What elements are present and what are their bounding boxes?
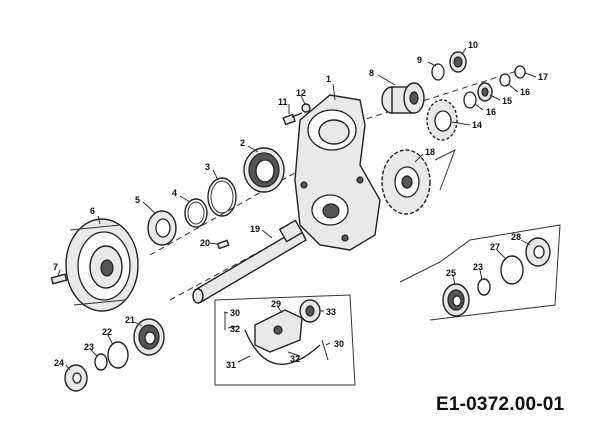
circlip-22: [107, 341, 129, 369]
label-part-30b: 30: [334, 339, 344, 349]
sprocket-18: [381, 149, 431, 215]
ring-17: [514, 65, 526, 79]
label-part-22: 22: [102, 327, 112, 337]
label-part-25: 25: [446, 268, 456, 278]
bolt-11: [282, 112, 303, 126]
part-number-labels: 1 2 3 4 5 6 7 8 9 10 11 12 14 15 16 16 1…: [53, 40, 548, 370]
label-part-8: 8: [369, 68, 374, 78]
key-20: [216, 239, 230, 250]
label-part-32a: 32: [230, 324, 240, 334]
gear-housing: [294, 94, 381, 251]
pulley: [65, 218, 139, 312]
circlip-4: [184, 198, 208, 228]
bearing-21: [133, 318, 165, 356]
label-part-10: 10: [468, 40, 478, 50]
circlip-27: [500, 255, 524, 285]
gear-14: [426, 99, 458, 141]
label-part-16a: 16: [486, 107, 496, 117]
label-part-9: 9: [417, 55, 422, 65]
label-part-19: 19: [250, 224, 260, 234]
leader-18-box: [434, 148, 456, 191]
label-part-33: 33: [326, 307, 336, 317]
drive-shaft-19: [192, 219, 307, 304]
label-part-23b: 23: [473, 262, 483, 272]
bearing-15: [477, 82, 493, 102]
label-part-5: 5: [135, 195, 140, 205]
label-part-1: 1: [326, 74, 331, 84]
bracket-29: [254, 309, 303, 353]
ring-23b: [477, 278, 491, 296]
label-part-15: 15: [502, 96, 512, 106]
label-part-20: 20: [200, 238, 210, 248]
label-part-29: 29: [271, 299, 281, 309]
ring-9: [431, 63, 445, 81]
diagram-code: E1-0372.00-01: [436, 394, 565, 415]
label-part-3: 3: [205, 162, 210, 172]
label-part-18: 18: [425, 147, 435, 157]
ring-23: [94, 353, 108, 371]
washer-24: [64, 364, 88, 392]
label-part-30a: 30: [230, 308, 240, 318]
spring-31: [244, 329, 321, 365]
washer-5: [147, 210, 177, 246]
label-part-23: 23: [84, 342, 94, 352]
label-part-7: 7: [53, 262, 58, 272]
label-part-12: 12: [296, 88, 306, 98]
nut-12: [301, 103, 311, 113]
bearing-2: [243, 147, 285, 193]
label-part-4: 4: [172, 188, 177, 198]
label-part-31: 31: [226, 360, 236, 370]
label-part-17: 17: [538, 72, 548, 82]
detail-box-bearing: [399, 224, 561, 321]
bearing-33: [299, 299, 321, 323]
label-part-32b: 32: [290, 354, 300, 364]
washer-28: [525, 237, 551, 267]
pin-30b: [321, 339, 329, 361]
label-part-2: 2: [240, 138, 245, 148]
label-part-14: 14: [472, 120, 482, 130]
label-part-16b: 16: [520, 87, 530, 97]
bearing-25: [442, 283, 470, 317]
ring-16b: [499, 73, 511, 87]
key-7: [50, 273, 68, 285]
leader-lines: [57, 47, 537, 371]
detail-box-bracket: [214, 294, 356, 386]
bearing-10: [449, 51, 467, 73]
label-part-27: 27: [490, 242, 500, 252]
gear-shaft-8: [381, 82, 425, 114]
circlip-3: [207, 177, 237, 217]
label-part-28: 28: [511, 232, 521, 242]
label-part-11: 11: [278, 97, 288, 107]
ring-16a: [463, 91, 477, 109]
label-part-6: 6: [90, 206, 95, 216]
label-part-24: 24: [54, 358, 64, 368]
label-part-21: 21: [125, 315, 135, 325]
